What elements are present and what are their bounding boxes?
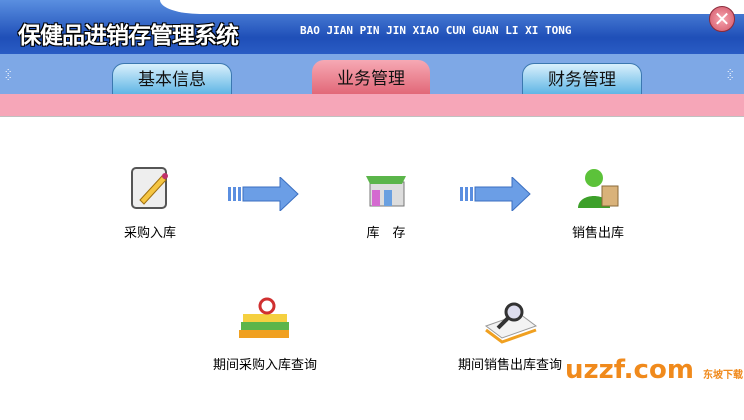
purchase-in-label: 采购入库 — [123, 226, 176, 241]
arrow-right-icon — [228, 177, 299, 211]
header-notch — [160, 0, 744, 14]
app-subtitle: BAO JIAN PIN JIN XIAO CUN GUAN LI XI TON… — [300, 24, 572, 37]
inventory-label: 库 存 — [366, 226, 406, 241]
tab-business[interactable]: 业务管理 — [312, 60, 430, 94]
books-search-icon — [239, 297, 289, 338]
watermark-logo: uzzf.com 东坡下载 — [565, 355, 743, 385]
sales-out-label: 销售出库 — [571, 226, 624, 241]
store-icon — [366, 176, 406, 207]
grip-icon: ⁘⁘ — [726, 67, 736, 84]
purchase-query-button[interactable]: 期间采购入库查询 — [195, 296, 335, 373]
user-shopping-bag-icon — [578, 169, 619, 208]
app-title: 保健品进销存管理系统 — [18, 23, 239, 49]
inventory-button[interactable]: 库 存 — [346, 164, 426, 241]
tab-finance[interactable]: 财务管理 — [522, 63, 642, 95]
grip-icon: ⁘⁘ — [4, 67, 14, 84]
sub-bar — [0, 94, 744, 117]
sales-query-button[interactable]: 期间销售出库查询 — [440, 296, 580, 373]
purchase-query-label: 期间采购入库查询 — [212, 358, 317, 373]
edit-document-icon — [131, 167, 168, 209]
sales-out-button[interactable]: 销售出库 — [558, 164, 638, 241]
arrow-right-icon — [460, 177, 531, 211]
watermark-badge: 东坡下载 — [702, 370, 743, 381]
purchase-in-button[interactable]: 采购入库 — [110, 164, 190, 241]
close-button[interactable]: ✕ — [709, 6, 735, 32]
sales-query-label: 期间销售出库查询 — [457, 358, 562, 373]
watermark-text: uzzf.com — [565, 355, 694, 385]
tab-basic-info[interactable]: 基本信息 — [112, 63, 232, 95]
document-search-icon — [484, 302, 538, 344]
